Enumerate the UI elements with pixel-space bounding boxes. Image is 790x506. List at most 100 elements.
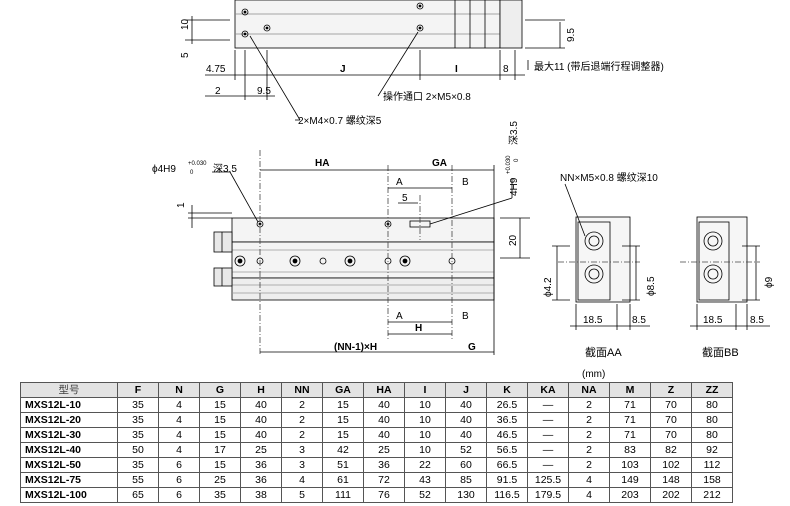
value-cell: 17 <box>199 442 241 458</box>
value-cell: 179.5 <box>527 487 569 503</box>
column-header: M <box>609 382 651 398</box>
value-cell: 70 <box>650 412 692 428</box>
dim-8-5-bb: 8.5 <box>750 315 764 326</box>
dim-10: 10 <box>180 18 191 30</box>
pin-hole-left-depth: 深3.5 <box>213 163 237 175</box>
column-header: F <box>117 382 159 398</box>
pin-hole-left-tol: +0.030 <box>188 161 207 167</box>
value-cell: 102 <box>650 457 692 473</box>
dim-8: 8 <box>503 64 509 75</box>
value-cell: 51 <box>322 457 364 473</box>
value-cell: 6 <box>158 457 200 473</box>
value-cell: 203 <box>609 487 651 503</box>
value-cell: 6 <box>158 472 200 488</box>
nn-thread-note: NN×M5×0.8 螺纹深10 <box>560 171 658 184</box>
section-aa-label: 截面AA <box>585 345 622 359</box>
value-cell: 15 <box>322 412 364 428</box>
dim-20: 20 <box>508 234 519 246</box>
value-cell: 40 <box>445 397 487 413</box>
value-cell: 4 <box>158 427 200 443</box>
value-cell: 35 <box>117 457 159 473</box>
dim-9-5-right: 9.5 <box>566 28 577 42</box>
value-cell: 6 <box>158 487 200 503</box>
value-cell: 70 <box>650 397 692 413</box>
value-cell: 85 <box>445 472 487 488</box>
value-cell: 56.5 <box>486 442 528 458</box>
front-view <box>188 150 530 355</box>
value-cell: 46.5 <box>486 427 528 443</box>
value-cell: 55 <box>117 472 159 488</box>
value-cell: 35 <box>117 412 159 428</box>
value-cell: 40 <box>363 397 405 413</box>
value-cell: 4 <box>158 397 200 413</box>
value-cell: 111 <box>322 487 364 503</box>
section-bb-label: 截面BB <box>702 345 739 359</box>
value-cell: 38 <box>240 487 282 503</box>
dim-g: G <box>468 342 476 353</box>
model-cell: MXS12L-100 <box>20 487 118 503</box>
value-cell: 158 <box>691 472 733 488</box>
pin-hole-right-tol: +0.030 <box>506 155 512 174</box>
value-cell: 4 <box>158 412 200 428</box>
value-cell: 35 <box>199 487 241 503</box>
model-cell: MXS12L-50 <box>20 457 118 473</box>
value-cell: 112 <box>691 457 733 473</box>
value-cell: 2 <box>568 412 610 428</box>
value-cell: 60 <box>445 457 487 473</box>
value-cell: 36 <box>240 457 282 473</box>
value-cell: 15 <box>199 427 241 443</box>
value-cell: 70 <box>650 427 692 443</box>
value-cell: 116.5 <box>486 487 528 503</box>
value-cell: 2 <box>568 397 610 413</box>
model-cell: MXS12L-75 <box>20 472 118 488</box>
technical-drawing: 10 5 4.75 J I 8 2 9.5 9.5 最大11 (带后退端行程调整… <box>152 0 775 359</box>
pin-hole-left-label: ϕ4H9 <box>152 164 176 175</box>
column-header: HA <box>363 382 405 398</box>
value-cell: 35 <box>117 427 159 443</box>
column-header: ZZ <box>691 382 733 398</box>
value-cell: 72 <box>363 472 405 488</box>
dim-phi-8-5: ϕ8.5 <box>646 276 657 296</box>
value-cell: 40 <box>363 412 405 428</box>
value-cell: — <box>527 457 569 473</box>
value-cell: 40 <box>445 427 487 443</box>
value-cell: 5 <box>281 487 323 503</box>
dim-nn-h: (NN-1)×H <box>334 342 377 353</box>
pin-hole-left-tol-zero: 0 <box>190 170 194 176</box>
value-cell: 2 <box>568 427 610 443</box>
section-bb <box>680 216 770 330</box>
value-cell: 25 <box>363 442 405 458</box>
dim-a-top: A <box>396 177 403 188</box>
column-header: K <box>486 382 528 398</box>
dim-5: 5 <box>180 52 191 58</box>
value-cell: 2 <box>281 397 323 413</box>
pin-hole-right-depth: 深3.5 <box>508 121 520 145</box>
section-aa <box>552 183 650 330</box>
value-cell: 25 <box>240 442 282 458</box>
value-cell: 40 <box>240 412 282 428</box>
value-cell: 36 <box>363 457 405 473</box>
value-cell: 80 <box>691 412 733 428</box>
column-header: H <box>240 382 282 398</box>
value-cell: 35 <box>117 397 159 413</box>
dim-i: I <box>455 64 458 75</box>
column-header: G <box>199 382 241 398</box>
dim-ga: GA <box>432 158 447 169</box>
value-cell: 4 <box>568 472 610 488</box>
dim-phi-9: ϕ9 <box>764 276 775 288</box>
value-cell: 40 <box>240 427 282 443</box>
value-cell: 71 <box>609 427 651 443</box>
value-cell: 148 <box>650 472 692 488</box>
value-cell: 4 <box>281 472 323 488</box>
value-cell: — <box>527 412 569 428</box>
value-cell: 66.5 <box>486 457 528 473</box>
value-cell: 202 <box>650 487 692 503</box>
value-cell: 3 <box>281 442 323 458</box>
value-cell: 15 <box>322 397 364 413</box>
column-header: NA <box>568 382 610 398</box>
